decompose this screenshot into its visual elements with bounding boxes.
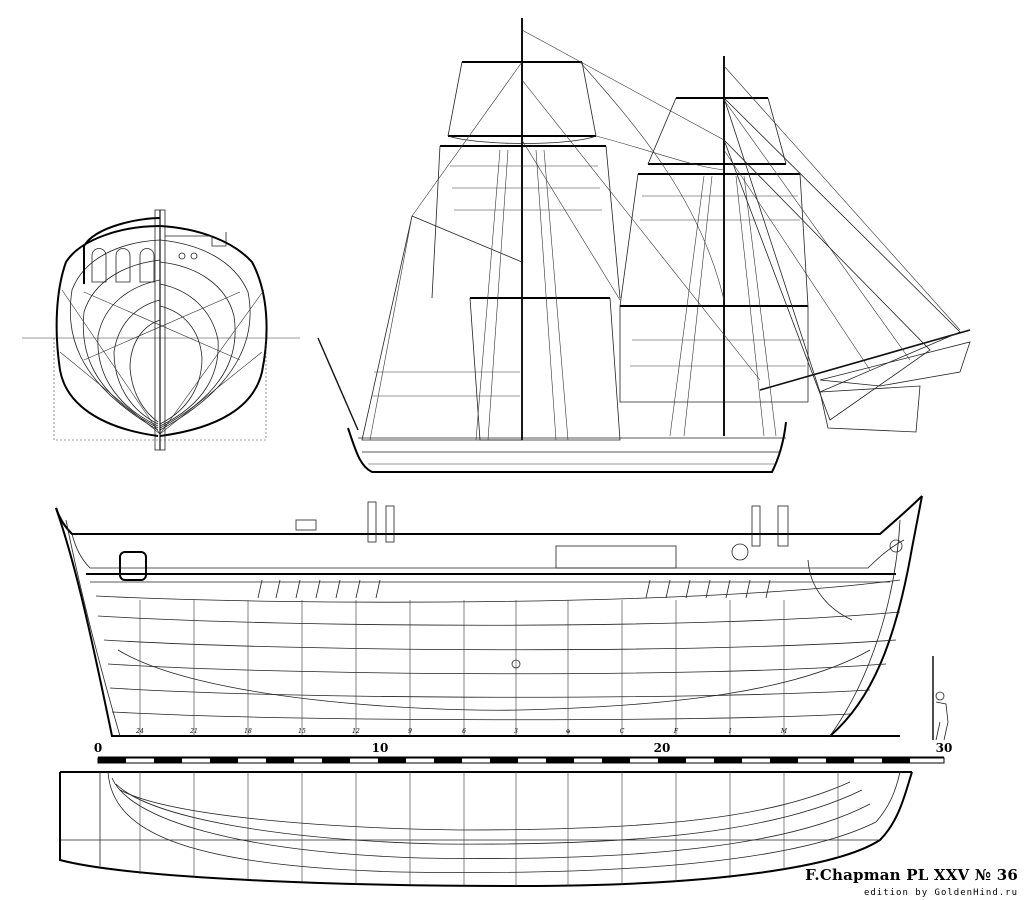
station-label: 15	[298, 728, 306, 735]
station-label: 12	[352, 728, 360, 735]
human-figure-scale	[932, 656, 949, 741]
sail-plan	[317, 18, 971, 473]
station-label: F	[673, 728, 679, 735]
station-label: 6	[462, 728, 466, 735]
scale-tick-label: 0	[94, 741, 102, 755]
scale-tick-label: 20	[654, 741, 671, 755]
scale-tick-label: 30	[936, 741, 953, 755]
station-label: I	[728, 728, 732, 735]
station-label: 9	[408, 728, 412, 735]
body-plan	[22, 209, 300, 451]
scale-tick-label: 10	[372, 741, 389, 755]
station-label: 3	[514, 728, 518, 735]
station-label: M	[780, 728, 788, 735]
plate-credit: edition by GoldenHind.ru	[863, 888, 1018, 898]
station-label: 21	[189, 728, 198, 735]
station-labels: 24 21 18 15 12 9 6 3 ⊕ C F I M	[135, 728, 788, 735]
half-breadth-plan	[59, 771, 913, 888]
scale-bar: 0 10 20 30	[94, 741, 953, 764]
profile-plan	[55, 495, 923, 737]
plate-title: F.Chapman PL XXV № 36	[805, 866, 1018, 884]
station-label: C	[620, 728, 625, 735]
station-label: 18	[244, 728, 252, 735]
station-label: ⊕	[565, 728, 570, 735]
station-label: 24	[135, 728, 144, 735]
